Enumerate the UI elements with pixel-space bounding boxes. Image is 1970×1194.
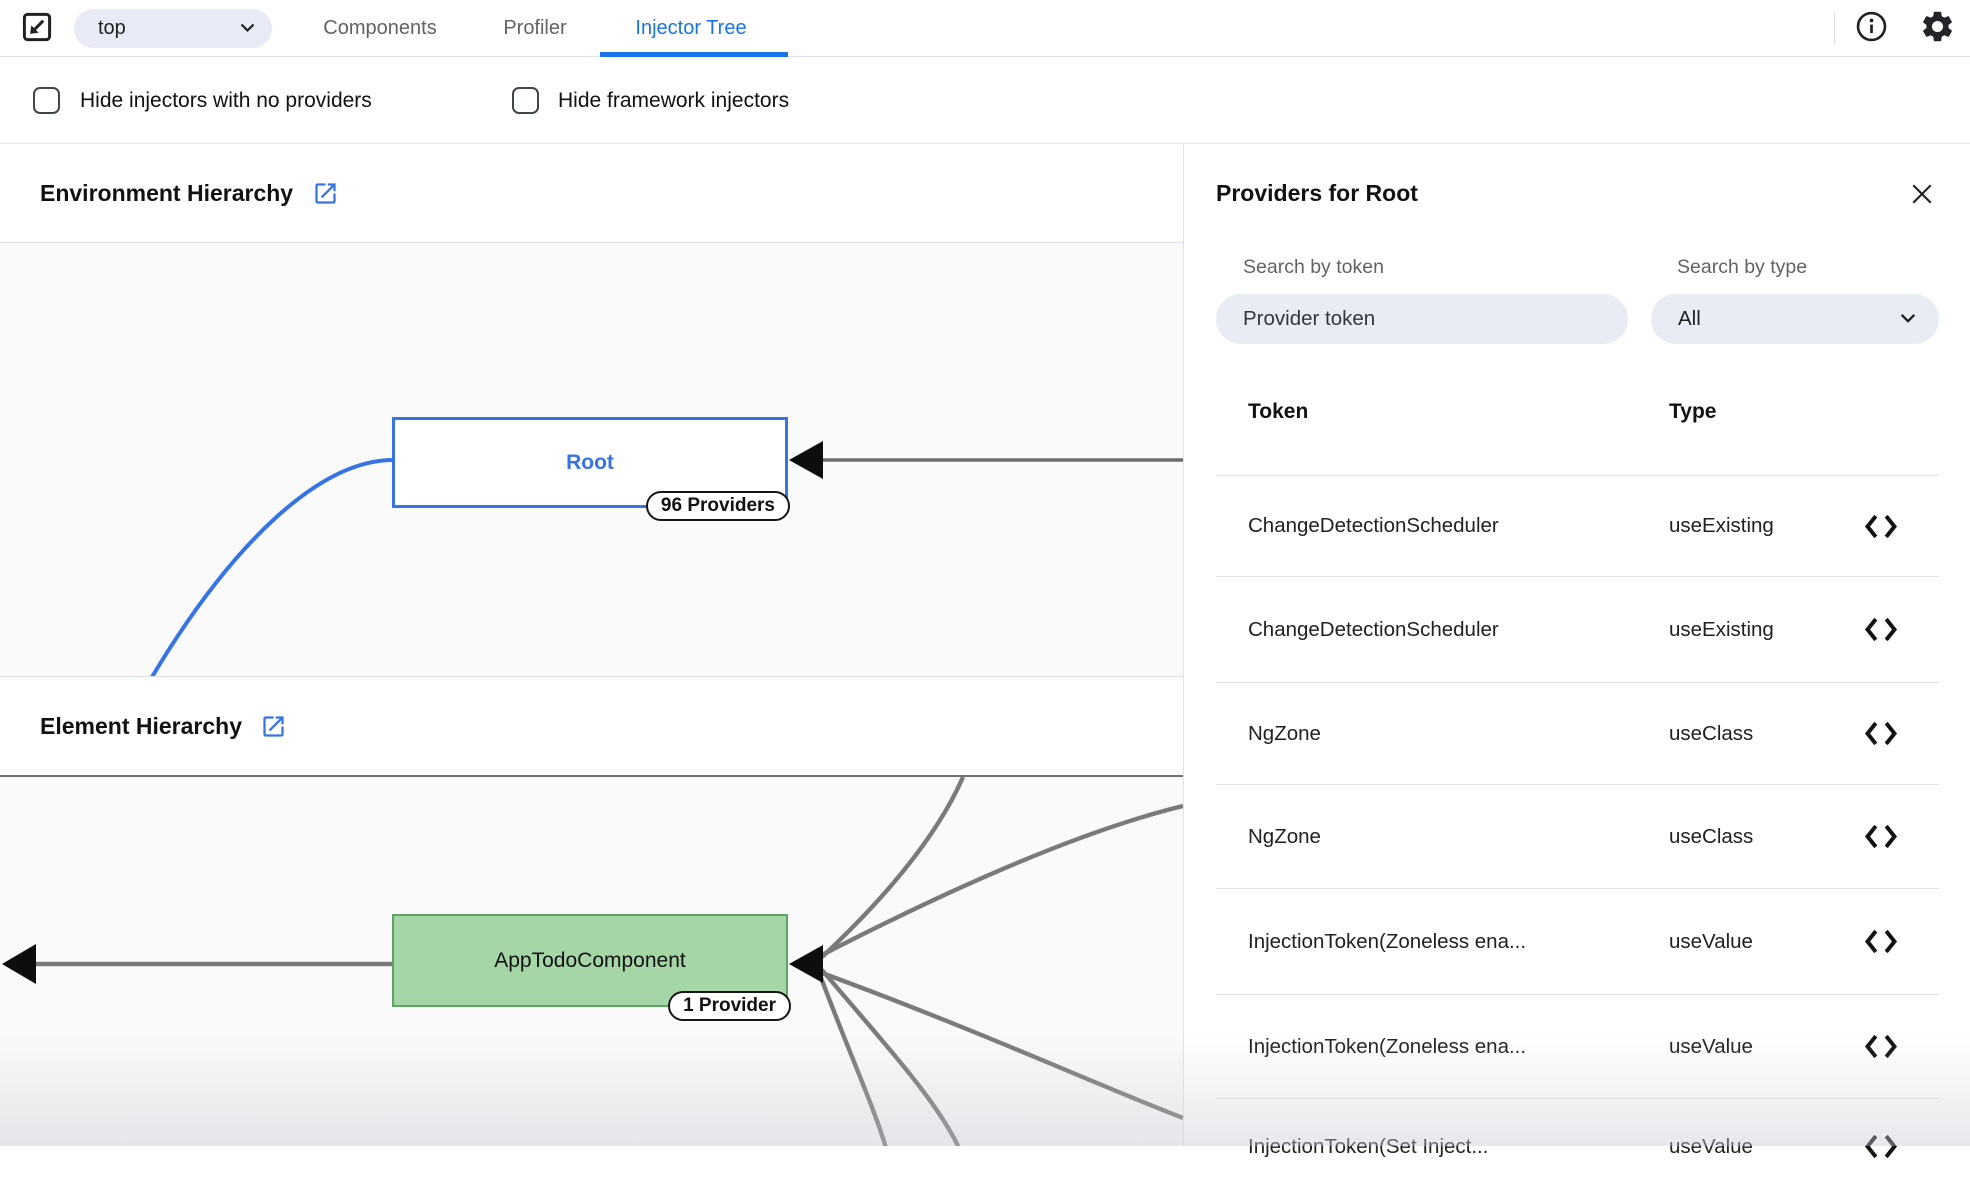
provider-row[interactable]: InjectionToken(Zoneless ena... useValue [1216,888,1939,994]
code-icon [1861,616,1901,643]
view-source-button[interactable] [1859,822,1903,852]
element-picker-button[interactable] [18,10,56,48]
inspect-icon [19,9,55,50]
column-header-type: Type [1669,400,1716,424]
arrowhead-icon [2,944,36,984]
search-by-type-label: Search by type [1677,256,1807,279]
search-by-token-label: Search by token [1243,256,1384,279]
hide-framework-label: Hide framework injectors [558,57,789,144]
open-in-new-icon [260,713,287,740]
tab-components[interactable]: Components [305,0,455,57]
node-apptodocomponent-providers-badge[interactable]: 1 Provider [668,991,791,1021]
environment-graph[interactable]: Root 96 Providers [0,243,1183,677]
settings-button[interactable] [1916,8,1958,50]
view-source-button[interactable] [1859,1032,1903,1062]
chevron-down-icon [1899,307,1917,331]
node-apptodocomponent-label: AppTodoComponent [494,949,685,973]
code-icon [1861,928,1901,955]
provider-row[interactable]: ChangeDetectionScheduler useExisting [1216,475,1939,576]
info-button[interactable] [1852,10,1890,48]
chevron-down-icon [239,17,256,40]
tab-injector-tree[interactable]: Injector Tree [613,0,769,57]
code-icon [1861,823,1901,850]
filter-bar: Hide injectors with no providers Hide fr… [0,57,1970,144]
arrowhead-icon [789,441,823,479]
node-root[interactable]: Root 96 Providers [392,417,788,508]
provider-row[interactable]: NgZone useClass [1216,682,1939,784]
code-icon [1861,720,1901,747]
code-icon [1861,513,1901,540]
element-hierarchy-header: Element Hierarchy [0,677,1183,775]
element-graph[interactable]: AppTodoComponent 1 Provider [0,775,1183,1146]
code-icon [1861,1133,1901,1160]
provider-row[interactable]: ChangeDetectionScheduler useExisting [1216,576,1939,682]
node-root-providers-badge[interactable]: 96 Providers [646,491,790,521]
open-in-new-button[interactable] [260,712,288,740]
provider-token-search-input[interactable] [1216,294,1628,344]
gear-icon [1919,8,1956,50]
view-source-button[interactable] [1859,615,1903,645]
open-in-new-icon [312,180,339,207]
top-bar: top Components Profiler Injector Tree [0,0,1970,57]
environment-hierarchy-title: Environment Hierarchy [40,180,293,207]
view-source-button[interactable] [1859,1132,1903,1162]
hide-no-providers-label: Hide injectors with no providers [80,57,372,144]
hide-framework-checkbox[interactable] [512,87,539,114]
tab-profiler[interactable]: Profiler [492,0,578,57]
provider-type-select[interactable]: All [1651,294,1939,344]
frame-selector-value: top [98,17,126,40]
node-root-label: Root [566,451,614,475]
close-panel-button[interactable] [1906,178,1938,210]
info-icon [1855,10,1888,48]
frame-selector[interactable]: top [74,9,272,48]
hide-no-providers-checkbox[interactable] [33,87,60,114]
arrowhead-icon [789,945,823,983]
close-icon [1910,182,1934,206]
provider-row[interactable]: InjectionToken(Set Inject... useValue [1216,1098,1939,1194]
providers-table-header: Token Type [1184,400,1970,440]
element-hierarchy-title: Element Hierarchy [40,713,242,740]
provider-row[interactable]: InjectionToken(Zoneless ena... useValue [1216,994,1939,1098]
topbar-divider [1834,13,1835,44]
view-source-button[interactable] [1859,719,1903,749]
providers-panel-title: Providers for Root [1216,144,1418,243]
code-icon [1861,1033,1901,1060]
view-source-button[interactable] [1859,927,1903,957]
view-source-button[interactable] [1859,511,1903,541]
open-in-new-button[interactable] [311,179,339,207]
providers-panel: Providers for Root Search by token Searc… [1183,144,1970,1146]
node-apptodocomponent[interactable]: AppTodoComponent 1 Provider [392,914,788,1007]
column-header-token: Token [1248,400,1308,424]
active-tab-indicator [600,52,788,57]
provider-row[interactable]: NgZone useClass [1216,784,1939,888]
environment-hierarchy-header: Environment Hierarchy [0,144,1183,243]
provider-type-select-value: All [1678,307,1701,331]
